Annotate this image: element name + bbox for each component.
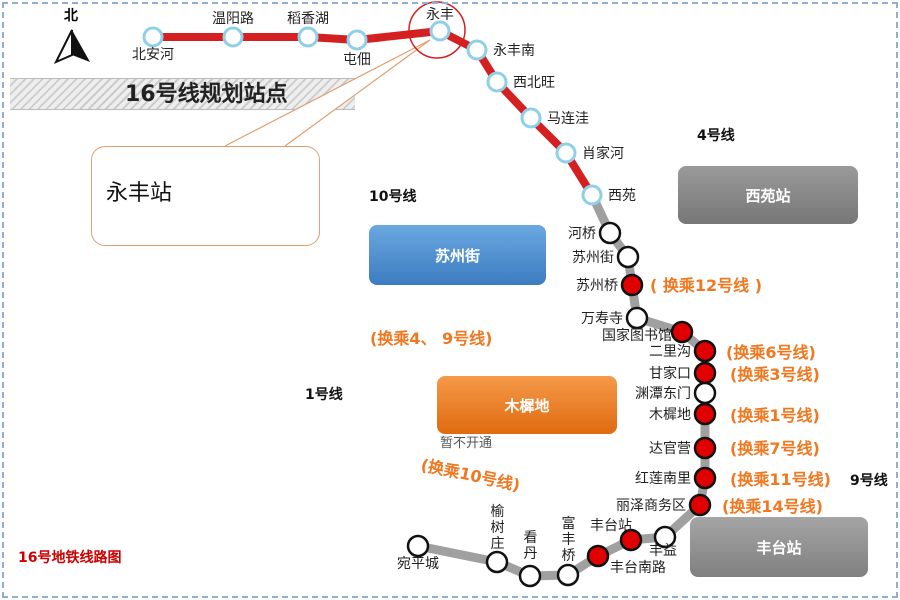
station-label: 肖家河 bbox=[582, 145, 624, 162]
callout-pointer bbox=[224, 39, 431, 147]
station-label: 河桥 bbox=[568, 226, 596, 242]
transfer-note: (换乘7号线) bbox=[730, 439, 820, 458]
station-marker bbox=[466, 39, 488, 61]
transfer-note: ( 换乘12号线 ) bbox=[650, 276, 762, 295]
station-marker bbox=[693, 436, 717, 460]
line-4-label: 4号线 bbox=[697, 128, 735, 144]
station-marker bbox=[485, 550, 509, 574]
station-marker bbox=[688, 493, 712, 517]
station-marker bbox=[670, 320, 694, 344]
station-marker bbox=[556, 563, 580, 587]
transfer-note: (换乘14号线) bbox=[722, 497, 823, 516]
station-label: 西苑 bbox=[608, 188, 636, 204]
station-marker bbox=[142, 26, 164, 48]
station-marker bbox=[520, 107, 542, 129]
station-marker bbox=[693, 361, 717, 385]
station-marker bbox=[518, 564, 542, 588]
station-marker bbox=[222, 26, 244, 48]
station-label-kandan: 看丹 bbox=[523, 530, 538, 562]
callout-yongfeng-station: 永丰站 bbox=[91, 146, 320, 246]
station-marker bbox=[586, 544, 610, 568]
north-arrow-icon bbox=[53, 29, 73, 65]
suzhoujie-station-box: 苏州街 bbox=[369, 225, 546, 285]
station-label-yushuzhuang: 榆树庄 bbox=[490, 504, 505, 552]
station-label: 永丰南 bbox=[493, 43, 535, 59]
station-marker bbox=[693, 402, 717, 426]
planned-line-track bbox=[153, 27, 596, 198]
north-label: 北 bbox=[64, 8, 78, 24]
station-label: 二里沟 bbox=[649, 344, 691, 360]
station-label: 永丰 bbox=[426, 7, 454, 23]
station-marker bbox=[429, 20, 451, 42]
xiyuan-station-box: 西苑站 bbox=[678, 166, 858, 224]
station-label: 稻香湖 bbox=[287, 11, 329, 27]
station-marker bbox=[406, 534, 430, 558]
station-marker bbox=[486, 71, 508, 93]
line-1-label: 1号线 bbox=[305, 387, 343, 403]
station-marker bbox=[581, 184, 603, 206]
station-label: 达官营 bbox=[649, 441, 691, 457]
planned-stations-banner: 16号线规划站点 bbox=[10, 78, 355, 110]
muxidi-station-box: 木樨地 bbox=[437, 376, 617, 434]
station-marker bbox=[619, 528, 643, 552]
station-marker bbox=[297, 26, 319, 48]
station-label: 丰台南路 bbox=[610, 560, 666, 576]
station-label: 马连洼 bbox=[547, 111, 589, 127]
station-label: 国家图书馆 bbox=[602, 327, 672, 344]
station-marker bbox=[693, 339, 717, 363]
station-label: 温阳路 bbox=[212, 11, 254, 27]
station-label-fufengqiao: 富丰桥 bbox=[561, 516, 576, 564]
station-marker bbox=[693, 466, 717, 490]
station-label: 红莲南里 bbox=[635, 471, 691, 487]
station-marker bbox=[625, 306, 649, 330]
station-marker bbox=[616, 245, 640, 269]
transfer-note: (换乘1号线) bbox=[730, 406, 820, 425]
station-label: 木樨地 bbox=[649, 407, 691, 423]
transfer-note: (换乘4、 9号线) bbox=[370, 329, 492, 348]
station-label: 苏州桥 bbox=[576, 278, 618, 294]
station-marker bbox=[346, 29, 368, 51]
station-label: 丽泽商务区 bbox=[616, 498, 686, 514]
line-10-label: 10号线 bbox=[369, 189, 417, 205]
station-marker bbox=[693, 381, 717, 405]
transfer-note: (换乘3号线) bbox=[730, 365, 820, 384]
station-label: 宛平城 bbox=[397, 556, 439, 572]
station-marker bbox=[620, 273, 644, 297]
station-label: 甘家口 bbox=[649, 365, 691, 382]
station-label: 丰益 bbox=[649, 543, 677, 559]
transfer-note: (换乘11号线) bbox=[730, 470, 831, 489]
station-label: 北安河 bbox=[132, 47, 174, 63]
not-open-note: 暂不开通 bbox=[440, 436, 493, 451]
fengtai-station-box: 丰台站 bbox=[690, 517, 868, 577]
map-title: 16号地铁线路图 bbox=[18, 550, 122, 566]
station-marker bbox=[598, 221, 622, 245]
station-label: 西北旺 bbox=[513, 75, 555, 91]
station-label: 屯佃 bbox=[343, 52, 371, 68]
station-label: 丰台站 bbox=[590, 518, 632, 534]
station-label: 万寿寺 bbox=[581, 310, 623, 327]
north-arrow-icon bbox=[72, 30, 90, 62]
station-marker bbox=[653, 525, 677, 549]
station-label: 渊潭东门 bbox=[635, 385, 691, 402]
station-marker bbox=[555, 142, 577, 164]
transfer-note: (换乘6号线) bbox=[726, 343, 816, 362]
line-9-label: 9号线 bbox=[850, 473, 888, 489]
station-label: 苏州街 bbox=[572, 250, 614, 266]
transfer-note: (换乘10号线) bbox=[419, 455, 522, 495]
